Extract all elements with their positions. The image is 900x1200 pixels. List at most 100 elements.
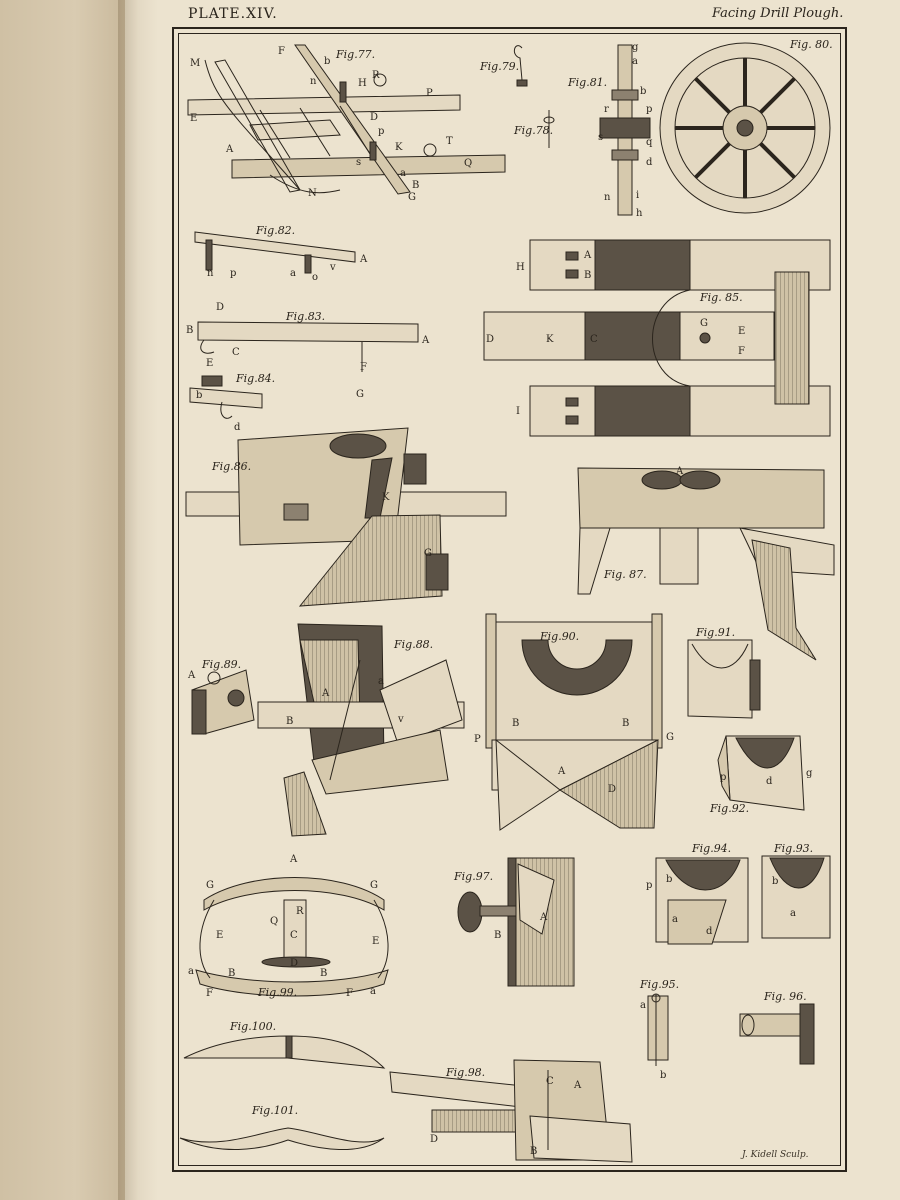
figure-caption: Fig.88. — [393, 638, 433, 651]
figure-letter: a — [400, 168, 406, 179]
figure-82: Fig.82. A n p a o v — [194, 224, 368, 283]
figure-letter: K — [382, 492, 390, 503]
figure-letter: F — [206, 988, 213, 999]
figure-letter: A — [583, 250, 592, 261]
figure-letter: B — [584, 270, 591, 281]
figure-letter: G — [370, 880, 378, 891]
figure-letter: i — [636, 190, 639, 201]
figure-97: Fig.97. B A — [453, 857, 575, 987]
figure-letter: r — [604, 104, 609, 115]
figure-letter: a — [790, 908, 796, 919]
book-gutter — [118, 0, 158, 1200]
figure-79: Fig.79. — [479, 45, 528, 87]
figure-83: Fig.83. D B A E C F G — [186, 302, 430, 400]
figure-letter: A — [539, 912, 548, 923]
figure-letter: q — [646, 137, 653, 148]
figure-letter: a — [632, 56, 638, 67]
figure-letter: h — [636, 208, 643, 219]
figure-caption: Fig.95. — [639, 978, 679, 991]
figure-caption: Fig.83. — [285, 310, 325, 323]
figure-caption: Fig.99. — [257, 986, 297, 999]
figure-letter: D — [370, 112, 378, 123]
figure-letter: C — [590, 334, 598, 345]
figure-letter: d — [706, 926, 713, 937]
figure-letter: d — [234, 422, 241, 433]
figure-letter: E — [190, 113, 197, 124]
figure-caption: Fig.81. — [567, 76, 607, 89]
wheel-spoke — [694, 77, 731, 114]
figure-caption: Fig.93. — [773, 842, 813, 855]
figure-letter: R — [372, 70, 380, 81]
figure-caption: Fig. 85. — [699, 291, 743, 304]
wheel-spoke — [759, 77, 796, 114]
figure-letter: A — [573, 1080, 582, 1091]
figure-letter: D — [216, 302, 224, 313]
figure-letter: a — [640, 1000, 646, 1011]
figure-letter: v — [329, 262, 336, 273]
figure-letter: v — [397, 714, 404, 725]
figure-caption: Fig. 96. — [763, 990, 807, 1003]
figure-letter: E — [372, 936, 379, 947]
figure-letter: G — [408, 192, 416, 203]
figure-caption: Fig.92. — [709, 802, 749, 815]
figure-letter: a — [370, 986, 376, 997]
figure-letter: D — [290, 958, 298, 969]
figure-letter: A — [421, 335, 430, 346]
figure-caption: Fig.79. — [479, 60, 519, 73]
figure-letter: B — [286, 716, 293, 727]
figure-81: Fig.81. g a b r p s q d n i h — [567, 42, 653, 219]
figure-letter: B — [412, 180, 419, 191]
figure-101: Fig.101. — [179, 1104, 385, 1151]
figure-letter: a — [290, 268, 296, 279]
figure-caption: Fig.94. — [691, 842, 731, 855]
figure-88: Fig.88. A B a v — [257, 623, 465, 837]
figure-letter: b — [772, 876, 778, 887]
figure-95: Fig.95. a b — [639, 978, 679, 1081]
figure-letter: G — [666, 732, 674, 743]
figure-caption: Fig. 87. — [603, 568, 647, 581]
figure-letter: F — [346, 988, 353, 999]
figure-caption: Fig.98. — [445, 1066, 485, 1079]
figure-letter: B — [530, 1146, 537, 1157]
figure-letter: s — [598, 132, 603, 143]
wheel-spokes — [675, 58, 815, 198]
figure-letter: G — [424, 548, 432, 559]
figure-caption: Fig.97. — [453, 870, 493, 883]
figure-letter: A — [359, 254, 368, 265]
figure-caption: Fig.82. — [255, 224, 295, 237]
figure-letter: P — [474, 734, 481, 745]
figure-letter: A — [289, 854, 298, 865]
figure-letter: D — [608, 784, 616, 795]
figure-100: Fig.100. — [183, 1020, 386, 1069]
figure-letter: R — [296, 906, 304, 917]
figure-letter: n — [310, 76, 317, 87]
figure-letter: g — [632, 42, 639, 53]
figure-letter: d — [766, 776, 773, 787]
figure-letter: K — [395, 142, 403, 153]
figure-letter: E — [738, 326, 745, 337]
figure-letter: Q — [464, 158, 472, 169]
figure-letter: C — [232, 347, 240, 358]
figure-letter: P — [426, 88, 433, 99]
figure-99: Fig.99. A G G Q R C E E a B D B F F a — [188, 854, 389, 999]
figure-letter: a — [378, 676, 384, 687]
figure-letter: A — [225, 144, 234, 155]
plate-frame-inner — [178, 33, 841, 1166]
figure-letter: H — [516, 262, 525, 273]
figure-93: Fig.93. b a — [761, 842, 831, 939]
figure-91: Fig.91. — [687, 626, 761, 719]
figure-80: Fig. 80. — [659, 38, 833, 214]
figure-94: Fig.94. p b a d — [646, 842, 749, 945]
wheel-spoke — [759, 142, 796, 179]
figure-letter: n — [207, 268, 214, 279]
figure-letter: E — [216, 930, 223, 941]
left-page — [0, 0, 125, 1200]
figure-letter: B — [228, 968, 235, 979]
figure-letter: I — [516, 406, 520, 417]
figure-78: Fig.78. — [513, 110, 555, 148]
figure-90: Fig.90. B B P G A D — [474, 613, 674, 831]
figure-86: Fig.86. K G — [185, 427, 507, 607]
figure-letter: p — [646, 880, 652, 891]
figure-letter: D — [486, 334, 494, 345]
